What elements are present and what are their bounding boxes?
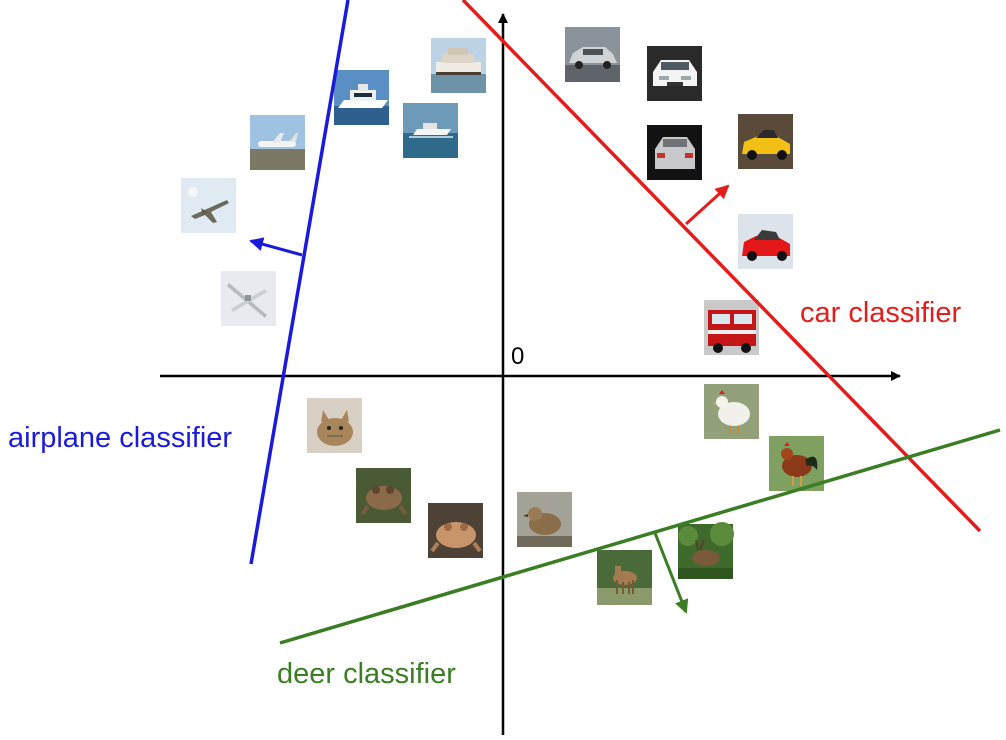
- fire-truck-image: [704, 300, 759, 355]
- car-decision-boundary: [461, 0, 982, 533]
- airplane-weight-arrow: [249, 237, 303, 257]
- boat-image: [334, 70, 389, 125]
- small-boat-image: [403, 103, 458, 158]
- airplane-decision-boundary: [249, 0, 350, 565]
- frog-image: [356, 468, 411, 523]
- silver-car-image: [565, 27, 620, 82]
- car-rear-image: [647, 125, 702, 180]
- yellow-car-image: [738, 114, 793, 169]
- deer-classifier-label: deer classifier: [277, 658, 456, 690]
- airplane-parked-image: [250, 115, 305, 170]
- cat-image: [307, 398, 362, 453]
- ship-image: [431, 38, 486, 93]
- deer-bush-image: [678, 522, 734, 579]
- deer-weight-arrow: [653, 532, 689, 614]
- airliner-image: [221, 271, 276, 326]
- airplane-classifier-label: airplane classifier: [8, 422, 232, 454]
- toad-image: [428, 503, 483, 558]
- deer-classifier: deer classifier: [277, 428, 1001, 690]
- sparrow-image: [517, 492, 572, 547]
- deer-image: [597, 550, 652, 605]
- car-weight-arrow: [684, 184, 730, 226]
- car-classifier-label: car classifier: [800, 297, 961, 329]
- airplane-classifier: airplane classifier: [8, 0, 350, 565]
- chicken-image: [704, 384, 759, 439]
- image-thumbnails: [181, 27, 824, 605]
- car-classifier: car classifier: [461, 0, 982, 533]
- deer-decision-boundary: [279, 428, 1001, 645]
- origin-label: 0: [511, 343, 524, 370]
- fighter-jet-image: [181, 178, 236, 233]
- white-car-image: [647, 46, 702, 101]
- rooster-image: [769, 436, 824, 491]
- red-car-image: [738, 214, 793, 269]
